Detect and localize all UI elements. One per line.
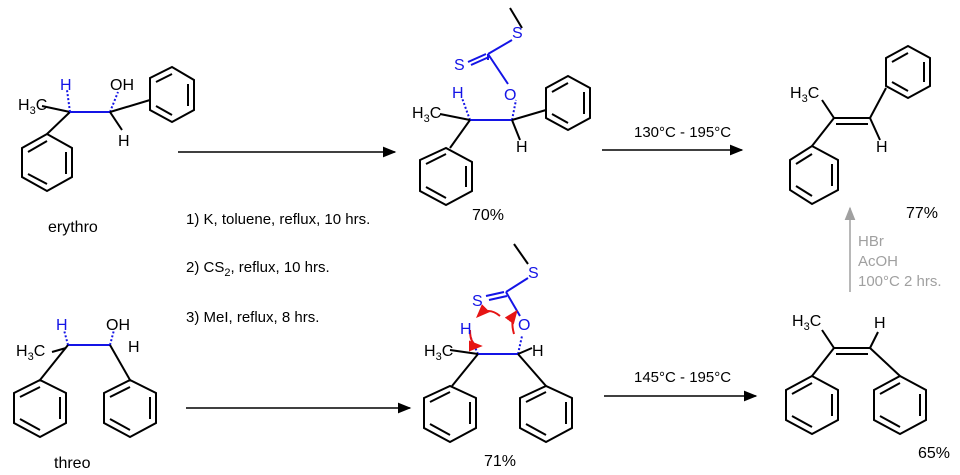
h-label: H: [532, 343, 544, 360]
s-label: S: [528, 265, 539, 282]
condition-step3: 3) MeI, reflux, 8 hrs.: [186, 309, 319, 326]
isomerization-reagent-3: 100°C 2 hrs.: [858, 273, 942, 290]
phenyl-ring-9: [423, 384, 477, 444]
h-label: H: [874, 315, 886, 332]
h-label: H: [452, 85, 464, 102]
phenyl-ring-4: [545, 74, 591, 132]
oh-label: OH: [110, 77, 134, 94]
h-label: H: [118, 133, 130, 150]
threo-alcohol: H3C H OH H threo: [13, 317, 157, 472]
phenyl-ring-2: [149, 65, 195, 124]
methyl-label: H3C: [412, 105, 441, 125]
phenyl-ring-1: [21, 132, 73, 193]
o-label: O: [518, 317, 530, 334]
h-label: H: [60, 77, 72, 94]
methyl-label: H3C: [790, 85, 819, 105]
erythro-alcohol: H3C H OH H erythro: [18, 65, 195, 236]
phenyl-ring-5: [789, 144, 839, 206]
h-label: H: [516, 139, 528, 156]
methyl-label: H3C: [424, 343, 453, 363]
methyl-label: H3C: [792, 313, 821, 333]
h-label: H: [128, 339, 140, 356]
phenyl-ring-12: [873, 374, 927, 436]
s-label: S: [454, 57, 465, 74]
mechanism-arrow: [468, 329, 483, 352]
phenyl-ring-7: [13, 378, 67, 439]
phenyl-ring-10: [519, 384, 573, 444]
alkene-bottom: H3C H 65%: [785, 313, 950, 462]
yield-label: 70%: [472, 207, 504, 224]
h-label: H: [460, 321, 472, 338]
methyl-label: H3C: [16, 343, 45, 363]
oh-label: OH: [106, 317, 130, 334]
s-label: S: [512, 25, 523, 42]
o-label: O: [504, 87, 516, 104]
condition-step1: 1) K, toluene, reflux, 10 hrs.: [186, 211, 370, 228]
methyl-label: H3C: [18, 97, 47, 117]
mechanism-arrow: [504, 309, 518, 335]
thermal-condition-top: 130°C - 195°C: [634, 124, 731, 141]
xanthate-erythro: S S O H H3C H 70%: [412, 7, 591, 224]
isomerization-reagent-1: HBr: [858, 233, 884, 250]
erythro-label: erythro: [48, 219, 98, 236]
yield-label: 65%: [918, 445, 950, 462]
s-label: S: [472, 293, 483, 310]
xanthate-threo: S S O H H3C H 71%: [423, 243, 573, 470]
phenyl-ring-8: [103, 378, 157, 439]
yield-label: 71%: [484, 453, 516, 470]
phenyl-ring-6: [885, 44, 931, 100]
thermal-condition-bottom: 145°C - 195°C: [634, 369, 731, 386]
phenyl-ring-3: [419, 146, 473, 207]
yield-label: 77%: [906, 205, 938, 222]
h-label: H: [876, 139, 888, 156]
isomerization-reagent-2: AcOH: [858, 253, 898, 270]
condition-step2: 2) CS2, reflux, 10 hrs.: [186, 259, 330, 279]
h-label: H: [56, 317, 68, 334]
phenyl-ring-11: [785, 374, 839, 436]
threo-label: threo: [54, 455, 91, 472]
mechanism-arrow: [476, 304, 501, 318]
alkene-top: H3C H 77%: [789, 44, 938, 222]
